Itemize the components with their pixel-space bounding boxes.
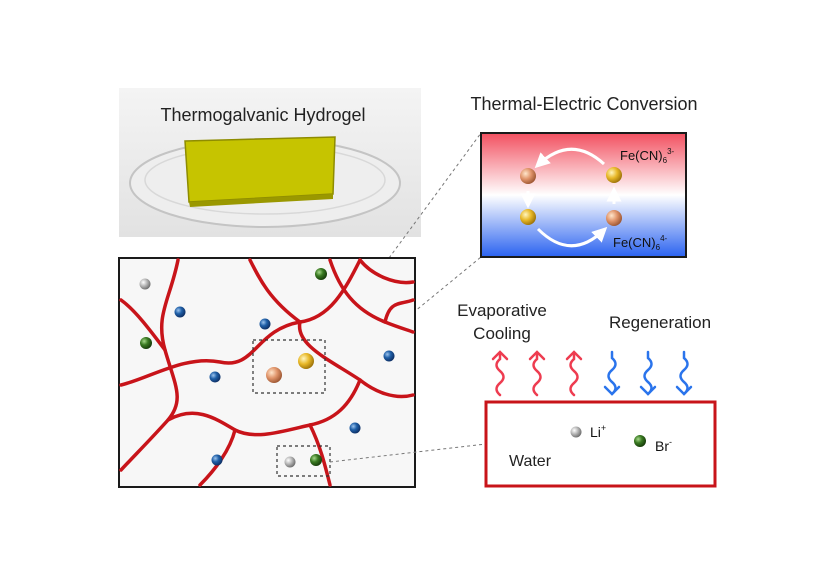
redox-ion-yellow bbox=[298, 353, 314, 369]
blue-ion bbox=[174, 306, 186, 318]
vapor-arrow-up bbox=[528, 350, 546, 397]
conversion-title: Thermal-Electric Conversion bbox=[470, 94, 697, 114]
redox-ion-yellow bbox=[520, 209, 536, 225]
vapor-arrow-up bbox=[565, 350, 583, 397]
regeneration-label: Regeneration bbox=[609, 313, 711, 332]
blue-ion bbox=[209, 371, 221, 383]
br-ion bbox=[315, 268, 327, 280]
water-label: Water bbox=[509, 453, 552, 470]
blue-ion bbox=[349, 422, 361, 434]
li-ion-label: Li+ bbox=[590, 423, 606, 440]
cooling-label: Cooling bbox=[473, 324, 531, 343]
br-ion bbox=[634, 435, 646, 447]
ion-zoom-box bbox=[276, 445, 331, 477]
ferrocyanide-label: Fe(CN)64- bbox=[613, 234, 668, 252]
li-ion bbox=[139, 278, 151, 290]
redox-zoom-box bbox=[252, 339, 326, 394]
hydrogel-photo: Thermogalvanic Hydrogel bbox=[119, 88, 421, 237]
blue-ion bbox=[383, 350, 395, 362]
temperature-gradient-box bbox=[480, 132, 687, 258]
evaporation-arrows bbox=[491, 350, 583, 397]
ferricyanide-label: Fe(CN)63- bbox=[620, 147, 675, 165]
br-ion bbox=[140, 337, 152, 349]
redox-ion-yellow bbox=[606, 167, 622, 183]
zoom-line-ions bbox=[329, 443, 487, 463]
polymer-chains bbox=[119, 258, 415, 487]
redox-ion-orange bbox=[606, 210, 622, 226]
br-ion bbox=[310, 454, 322, 466]
redox-ion-orange bbox=[266, 367, 282, 383]
moisture-arrow-down bbox=[675, 350, 693, 396]
conversion-panel: Fe(CN)63- Fe(CN)64- bbox=[480, 132, 687, 258]
zoom-line-lower bbox=[324, 256, 482, 386]
vapor-arrow-up bbox=[491, 350, 509, 397]
photo-caption: Thermogalvanic Hydrogel bbox=[160, 105, 365, 125]
water-panel: Water Li+ Br- bbox=[484, 400, 717, 488]
blue-ion bbox=[211, 454, 223, 466]
moisture-arrow-down bbox=[639, 350, 657, 396]
br-ion-label: Br- bbox=[655, 437, 672, 454]
li-ion bbox=[570, 426, 582, 438]
redox-ion-orange bbox=[520, 168, 536, 184]
cycle-arrow-top bbox=[534, 147, 606, 169]
moisture-arrow-down bbox=[603, 350, 621, 396]
gel-slab bbox=[184, 136, 336, 203]
cooling-labels: Evaporative Cooling Regeneration bbox=[457, 301, 711, 343]
water-box bbox=[484, 400, 717, 488]
regeneration-arrows bbox=[603, 350, 693, 396]
network-panel bbox=[118, 257, 416, 488]
evaporative-label: Evaporative bbox=[457, 301, 547, 320]
li-ion bbox=[284, 456, 296, 468]
blue-ion bbox=[259, 318, 271, 330]
cycle-arrow-bottom bbox=[536, 226, 608, 248]
